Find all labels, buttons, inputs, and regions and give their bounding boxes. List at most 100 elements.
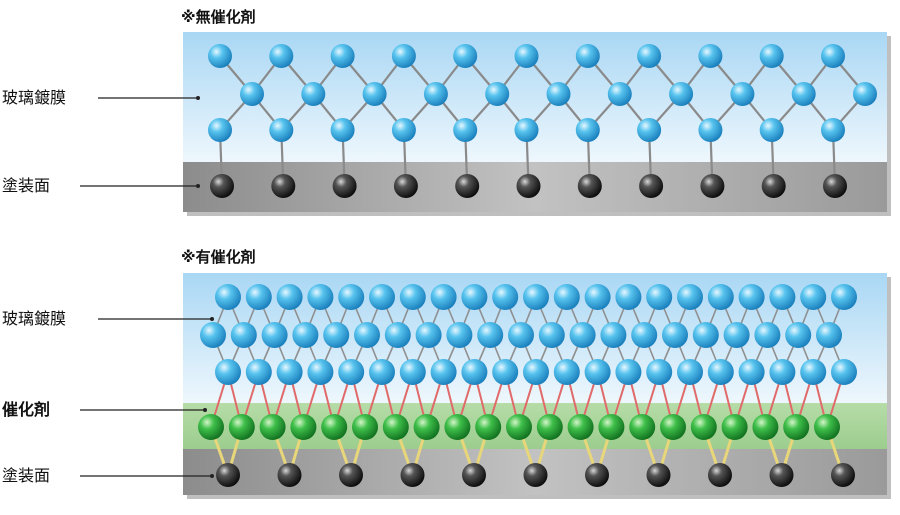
glass-molecule bbox=[514, 44, 539, 68]
glass-molecule bbox=[821, 118, 845, 142]
glass-molecule bbox=[662, 322, 688, 348]
catalyst-molecule bbox=[814, 414, 840, 440]
glass-molecule bbox=[538, 322, 565, 348]
panel-without-catalyst: ※無催化剤 玻璃鍍膜 塗装面 bbox=[2, 8, 891, 216]
glass-molecule bbox=[607, 82, 632, 106]
molecules bbox=[198, 284, 857, 487]
catalyst-molecule bbox=[444, 414, 471, 440]
glass-molecule bbox=[637, 44, 662, 68]
paint-molecule bbox=[400, 463, 425, 487]
catalyst-molecule bbox=[567, 414, 594, 440]
glass-molecule bbox=[399, 284, 426, 310]
glass-molecule bbox=[453, 44, 478, 68]
paint-molecule bbox=[523, 463, 548, 487]
catalyst-molecule bbox=[475, 414, 502, 440]
glass-molecule bbox=[800, 359, 827, 385]
catalyst-molecule bbox=[321, 414, 348, 440]
catalyst-molecule bbox=[660, 414, 686, 440]
glass-molecule bbox=[261, 322, 288, 348]
catalyst-molecule bbox=[228, 414, 255, 440]
glass-molecule bbox=[707, 359, 734, 385]
glass-molecule bbox=[307, 284, 334, 310]
glass-molecule bbox=[461, 284, 488, 310]
glass-molecule bbox=[816, 322, 842, 348]
paint-molecule bbox=[577, 174, 602, 198]
glass-molecule bbox=[698, 118, 723, 142]
paint-molecule bbox=[516, 174, 541, 198]
glass-molecule bbox=[492, 284, 519, 310]
glass-molecule bbox=[453, 118, 478, 142]
label-leader-dot bbox=[210, 317, 214, 321]
paint-molecule bbox=[700, 174, 725, 198]
catalyst-molecule bbox=[690, 414, 717, 440]
label-leader-dot bbox=[210, 474, 214, 478]
glass-molecule bbox=[769, 284, 796, 310]
glass-molecule bbox=[615, 359, 642, 385]
glass-molecule bbox=[546, 82, 571, 106]
glass-molecule bbox=[615, 284, 642, 310]
glass-molecule bbox=[292, 322, 319, 348]
label-painted-surface: 塗装面 bbox=[2, 176, 200, 195]
glass-molecule bbox=[646, 359, 673, 385]
catalyst-molecule bbox=[506, 414, 532, 440]
glass-molecule bbox=[584, 359, 611, 385]
label-leader-dot bbox=[203, 408, 207, 412]
catalyst-molecule bbox=[259, 414, 286, 440]
catalyst-molecule bbox=[352, 414, 378, 440]
label-text: 催化剤 bbox=[2, 400, 50, 419]
paint-molecule bbox=[761, 174, 786, 198]
glass-molecule bbox=[523, 359, 549, 385]
glass-molecule bbox=[584, 284, 611, 310]
label-glass-coating: 玻璃鍍膜 bbox=[2, 88, 200, 107]
glass-molecule bbox=[240, 82, 264, 106]
paint-molecule bbox=[271, 174, 296, 198]
glass-molecule bbox=[230, 322, 257, 348]
glass-molecule bbox=[430, 284, 457, 310]
paint-molecule bbox=[210, 174, 234, 198]
glass-molecule bbox=[215, 359, 241, 385]
glass-molecule bbox=[853, 82, 877, 106]
label-leader-dot bbox=[196, 184, 200, 188]
glass-molecule bbox=[323, 322, 350, 348]
glass-molecule bbox=[269, 44, 294, 68]
glass-molecule bbox=[301, 82, 326, 106]
glass-molecule bbox=[330, 44, 355, 68]
glass-molecule bbox=[821, 44, 845, 68]
glass-molecule bbox=[631, 322, 658, 348]
label-catalyst: 催化剤 bbox=[2, 400, 207, 419]
glass-molecule bbox=[800, 284, 827, 310]
paint-molecule bbox=[393, 174, 418, 198]
glass-molecule bbox=[759, 44, 784, 68]
glass-molecule bbox=[600, 322, 627, 348]
glass-molecule bbox=[208, 118, 232, 142]
panel-title: ※有催化剤 bbox=[181, 248, 256, 266]
glass-molecule bbox=[245, 284, 272, 310]
glass-molecule bbox=[738, 284, 765, 310]
paint-molecule bbox=[708, 463, 732, 487]
paint-molecule bbox=[216, 463, 240, 487]
glass-molecule bbox=[637, 118, 662, 142]
paint-molecule bbox=[646, 463, 671, 487]
molecules bbox=[208, 44, 877, 198]
glass-molecule bbox=[423, 82, 448, 106]
glass-molecule bbox=[276, 359, 303, 385]
paint-molecule bbox=[339, 463, 363, 487]
catalyst-molecule bbox=[382, 414, 409, 440]
catalyst-molecule bbox=[783, 414, 810, 440]
paint-molecule bbox=[462, 463, 486, 487]
paint-molecule bbox=[831, 463, 855, 487]
glass-molecule bbox=[730, 82, 755, 106]
glass-molecule bbox=[391, 118, 416, 142]
catalyst-molecule bbox=[413, 414, 440, 440]
paint-molecule bbox=[769, 463, 794, 487]
glass-molecule bbox=[338, 359, 365, 385]
glass-molecule bbox=[692, 322, 719, 348]
label-text: 玻璃鍍膜 bbox=[2, 309, 66, 328]
glass-molecule bbox=[707, 284, 734, 310]
glass-molecule bbox=[354, 322, 380, 348]
glass-molecule bbox=[485, 82, 510, 106]
glass-molecule bbox=[791, 82, 816, 106]
catalyst-molecule bbox=[198, 414, 224, 440]
glass-molecule bbox=[769, 359, 796, 385]
glass-molecule bbox=[330, 118, 355, 142]
